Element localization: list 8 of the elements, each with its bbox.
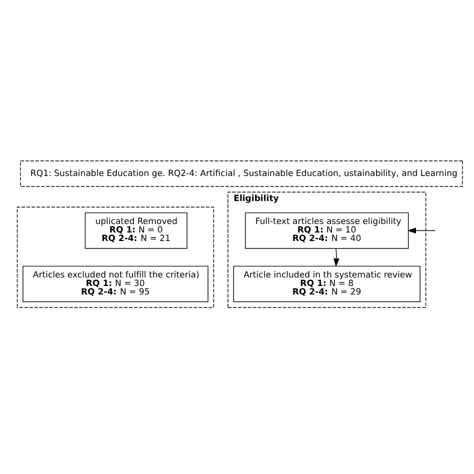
arrow xyxy=(407,228,434,234)
node-box: Article included in th systematic review RQ 1: N = 8 RQ 2-4: N = 29 xyxy=(233,266,420,302)
node-box: Articles excluded not fulfill the criteria) RQ 1: N = 30 RQ 2-4: N = 95 xyxy=(22,266,208,302)
node-box: uplicated Removed RQ 1: N = 0 RQ 2-4: N = 21 xyxy=(84,212,188,249)
arrow xyxy=(333,248,340,267)
cluster xyxy=(16,206,214,308)
node-box: RQ1: Sustainable Education ge. RQ2-4: Artificial , Sustainable Education, ustainability, and Learning xyxy=(20,160,463,187)
node-box: Full-text articles assesse eligibility RQ 1: N = 10 RQ 2-4: N = 40 xyxy=(245,212,409,249)
